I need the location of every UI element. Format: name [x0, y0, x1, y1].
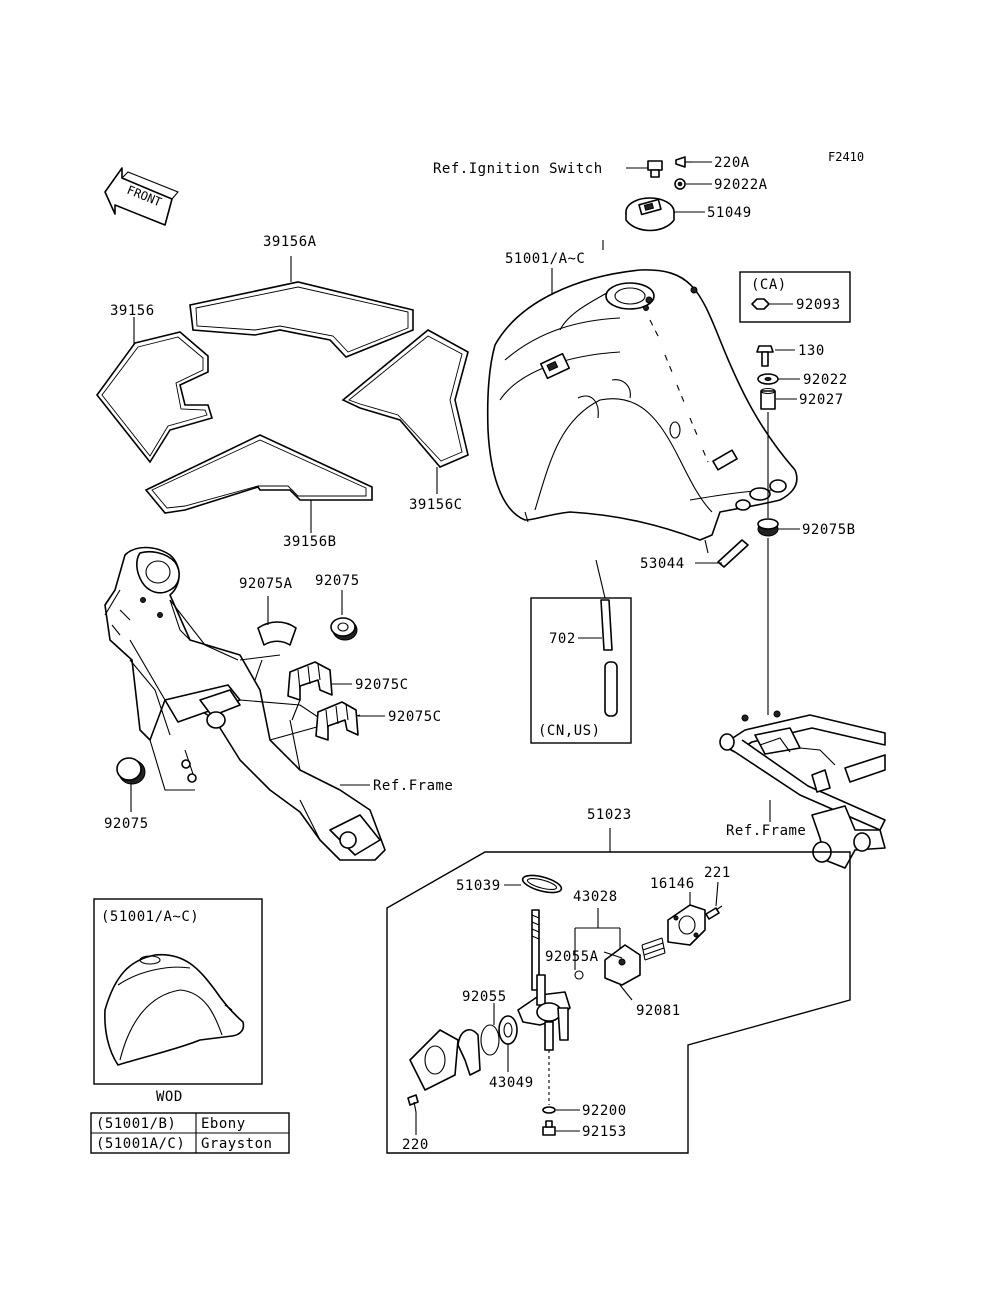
inset-caption: WOD: [156, 1089, 183, 1105]
table-code-2: (51001A/C): [96, 1136, 185, 1152]
label-16146: 16146: [650, 876, 695, 892]
part-plate: [409, 1029, 459, 1091]
label-92022: 92022: [803, 372, 848, 388]
pad-39156B: [144, 434, 373, 514]
ca-box: [739, 271, 851, 323]
inset-box: [93, 898, 263, 1085]
label-92075-top: 92075: [315, 573, 360, 589]
part-220A: [675, 156, 692, 168]
part-92055: [480, 1024, 500, 1056]
front-arrow: FRONT: [104, 167, 179, 226]
label-92075A: 92075A: [239, 576, 293, 592]
label-92055A: 92055A: [545, 949, 599, 965]
part-220: [407, 1094, 419, 1113]
part-92055A: [574, 970, 584, 980]
part-16146: [667, 904, 706, 946]
color-table: (51001/B) Ebony (51001A/C) Grayston: [90, 1112, 290, 1154]
part-51049: [625, 197, 675, 232]
label-51049: 51049: [707, 205, 752, 221]
part-51039: [521, 874, 563, 894]
part-43049: [498, 1015, 518, 1045]
part-ignition-screw: [647, 160, 663, 178]
frame-front: [104, 546, 386, 861]
part-92075-bottom: [116, 757, 146, 785]
label-51001: 51001/A~C: [505, 251, 585, 267]
label-92153: 92153: [582, 1124, 627, 1140]
label-130: 130: [798, 343, 825, 359]
part-92200: [542, 1106, 556, 1114]
label-ref-frame-left: Ref.Frame: [373, 778, 453, 794]
label-51023: 51023: [587, 807, 632, 823]
label-92081: 92081: [636, 1003, 681, 1019]
label-92027: 92027: [799, 392, 844, 408]
part-92027: [760, 387, 776, 410]
part-92022: [757, 373, 779, 385]
cn-us-box: [530, 597, 632, 744]
label-39156B: 39156B: [283, 534, 337, 550]
label-92075B: 92075B: [802, 522, 856, 538]
table-code-1: (51001/B): [96, 1116, 176, 1132]
label-ca: (CA): [751, 277, 787, 293]
inset-tank: [104, 953, 245, 1066]
label-220: 220: [402, 1137, 429, 1153]
label-92075-bottom: 92075: [104, 816, 149, 832]
label-43049: 43049: [489, 1075, 534, 1091]
part-702: [600, 599, 618, 717]
part-92075B: [757, 518, 779, 537]
part-92075C-1: [287, 661, 333, 701]
label-92075C-2: 92075C: [388, 709, 442, 725]
label-92022A: 92022A: [714, 177, 768, 193]
pad-39156: [95, 331, 214, 464]
table-color-1: Ebony: [201, 1116, 246, 1132]
part-221: [705, 905, 723, 920]
part-92075A: [257, 621, 297, 646]
part-43028: [604, 944, 641, 986]
inset-title: (51001/A~C): [101, 909, 199, 925]
part-92075C-2: [315, 701, 359, 741]
part-92153: [542, 1120, 556, 1136]
label-51039: 51039: [456, 878, 501, 894]
table-color-2: Grayston: [201, 1136, 272, 1152]
label-221: 221: [704, 865, 731, 881]
part-92022A: [674, 178, 686, 190]
label-220A: 220A: [714, 155, 750, 171]
label-ref-ignition-switch: Ref.Ignition Switch: [433, 161, 603, 177]
frame-rear: [719, 710, 886, 869]
label-92093: 92093: [796, 297, 841, 313]
label-702: 702: [549, 631, 576, 647]
label-92200: 92200: [582, 1103, 627, 1119]
part-92093: [751, 298, 770, 310]
fuel-tank: [486, 269, 798, 541]
part-92075-top: [330, 617, 358, 641]
label-39156C: 39156C: [409, 497, 463, 513]
label-43028: 43028: [573, 889, 618, 905]
figure-code: F2410: [828, 150, 864, 164]
pad-39156A: [189, 281, 414, 358]
part-130: [756, 345, 774, 367]
fuel-cock-box: [386, 851, 851, 1154]
label-92055: 92055: [462, 989, 507, 1005]
pad-39156C: [341, 329, 469, 468]
part-92081: [641, 937, 666, 961]
label-ref-frame-right: Ref.Frame: [726, 823, 806, 839]
part-lever: [457, 1029, 481, 1076]
label-39156A: 39156A: [263, 234, 317, 250]
label-53044: 53044: [640, 556, 685, 572]
label-92075C-1: 92075C: [355, 677, 409, 693]
label-cn-us: (CN,US): [538, 723, 601, 739]
label-39156: 39156: [110, 303, 155, 319]
part-53044: [717, 539, 749, 568]
part-fuel-cock-body: [517, 909, 571, 1051]
